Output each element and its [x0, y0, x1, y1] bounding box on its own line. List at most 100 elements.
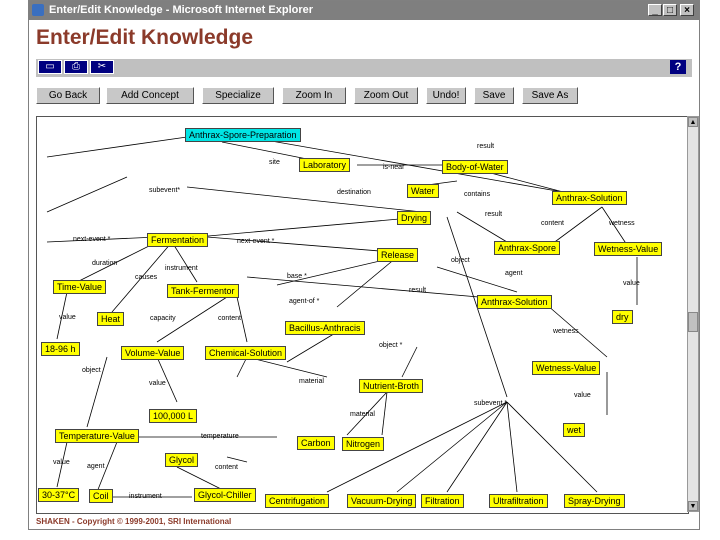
relation-label: wetness: [553, 328, 579, 335]
concept-node-body-of-water[interactable]: Body-of-Water: [442, 160, 508, 174]
concept-node-nitrogen[interactable]: Nitrogen: [342, 437, 385, 451]
concept-node-drying[interactable]: Drying: [397, 211, 432, 225]
concept-node-hours[interactable]: 18-96 h: [41, 342, 80, 356]
concept-node-time-value[interactable]: Time-Value: [53, 280, 107, 294]
minimize-button[interactable]: _: [648, 4, 662, 16]
icon-toolbar: ▭ ⎙ ✂ ?: [36, 59, 692, 77]
close-button[interactable]: ×: [680, 4, 694, 16]
concept-node-centrifugation[interactable]: Centrifugation: [265, 494, 330, 508]
relation-label: material: [350, 411, 375, 418]
ie-logo-icon: [32, 4, 44, 16]
concept-node-tank-fermentor[interactable]: Tank-Fermentor: [167, 284, 239, 298]
relation-label: content: [218, 315, 241, 322]
cut-icon[interactable]: ✂: [90, 60, 114, 74]
concept-node-wetness-value-2[interactable]: Wetness-Value: [532, 361, 601, 375]
window-icon[interactable]: ▭: [38, 60, 62, 74]
relation-label: agent: [87, 463, 105, 470]
relation-label: destination: [337, 189, 371, 196]
copyright-footer: SHAKEN - Copyright © 1999-2001, SRI Inte…: [36, 517, 232, 526]
concept-node-coil[interactable]: Coil: [89, 489, 113, 503]
relation-label: contains: [464, 191, 491, 198]
window-titlebar: Enter/Edit Knowledge - Microsoft Interne…: [29, 1, 699, 20]
zoom-out-button[interactable]: Zoom Out: [354, 87, 418, 104]
relation-label: site: [269, 159, 280, 166]
scroll-up-icon[interactable]: ▲: [688, 117, 698, 127]
scroll-down-icon[interactable]: ▼: [688, 501, 698, 511]
relation-label: result: [485, 211, 503, 218]
relation-label: instrument: [165, 265, 198, 272]
specialize-button[interactable]: Specialize: [202, 87, 274, 104]
concept-node-release[interactable]: Release: [377, 248, 419, 262]
concept-node-bacillus-anthracis[interactable]: Bacillus-Anthracis: [285, 321, 365, 335]
concept-node-water[interactable]: Water: [407, 184, 439, 198]
concept-node-carbon[interactable]: Carbon: [297, 436, 335, 450]
relation-label: duration: [92, 260, 118, 267]
concept-node-volume-value[interactable]: Volume-Value: [121, 346, 185, 360]
concept-node-filtration[interactable]: Filtration: [421, 494, 464, 508]
relation-label: value: [623, 280, 640, 287]
concept-node-fermentation[interactable]: Fermentation: [147, 233, 209, 247]
relation-label: capacity: [150, 315, 176, 322]
concept-node-chemical-solution[interactable]: Chemical-Solution: [205, 346, 287, 360]
save-as-button[interactable]: Save As: [522, 87, 578, 104]
concept-node-heat[interactable]: Heat: [97, 312, 125, 326]
concept-node-laboratory[interactable]: Laboratory: [299, 158, 351, 172]
concept-node-anthrax-spore-preparation[interactable]: Anthrax-Spore-Preparation: [185, 128, 301, 142]
vertical-scrollbar[interactable]: ▲ ▼: [687, 116, 699, 512]
concept-node-nutrient-broth[interactable]: Nutrient-Broth: [359, 379, 424, 393]
relation-label: is-near: [383, 164, 405, 171]
relation-label: value: [149, 380, 166, 387]
relation-label: object: [82, 367, 101, 374]
concept-node-liters[interactable]: 100,000 L: [149, 409, 198, 423]
relation-label: wetness: [609, 220, 635, 227]
relation-label: subevent *: [474, 400, 508, 407]
concept-node-vacuum-drying[interactable]: Vacuum-Drying: [347, 494, 417, 508]
relation-label: agent-of *: [289, 298, 320, 305]
maximize-button[interactable]: □: [663, 4, 677, 16]
browser-window: Enter/Edit Knowledge - Microsoft Interne…: [28, 0, 700, 530]
concept-node-ultrafiltration[interactable]: Ultrafiltration: [489, 494, 548, 508]
relation-label: content: [541, 220, 564, 227]
concept-node-dry[interactable]: dry: [612, 310, 633, 324]
concept-node-degrees[interactable]: 30-37°C: [38, 488, 80, 502]
zoom-in-button[interactable]: Zoom In: [282, 87, 346, 104]
concept-node-spray-drying[interactable]: Spray-Drying: [564, 494, 625, 508]
concept-node-anthrax-solution-2[interactable]: Anthrax-Solution: [477, 295, 552, 309]
relation-label: material: [299, 378, 324, 385]
concept-node-temperature-value[interactable]: Temperature-Value: [55, 429, 139, 443]
concept-map-canvas[interactable]: Anthrax-Spore-Preparation Laboratory Bod…: [36, 116, 689, 514]
concept-node-glycol-chiller[interactable]: Glycol-Chiller: [194, 488, 256, 502]
print-icon[interactable]: ⎙: [64, 60, 88, 74]
concept-node-anthrax-solution[interactable]: Anthrax-Solution: [552, 191, 627, 205]
relation-label: temperature: [201, 433, 239, 440]
relation-label: instrument: [129, 493, 162, 500]
relation-label: content: [215, 464, 238, 471]
relation-label: value: [574, 392, 591, 399]
relation-label: object: [451, 257, 470, 264]
relation-label: result: [409, 287, 427, 294]
relation-label: value: [53, 459, 70, 466]
concept-node-wetness-value[interactable]: Wetness-Value: [594, 242, 663, 256]
page-header: Enter/Edit Knowledge ▭ ⎙ ✂ ? Go Back Add…: [29, 21, 699, 111]
add-concept-button[interactable]: Add Concept: [106, 87, 194, 104]
window-title: Enter/Edit Knowledge - Microsoft Interne…: [49, 4, 314, 16]
scroll-thumb[interactable]: [688, 312, 698, 332]
help-button[interactable]: ?: [670, 60, 686, 74]
undo-button[interactable]: Undo!: [426, 87, 466, 104]
concept-node-wet[interactable]: wet: [563, 423, 586, 437]
relation-label: next-event *: [237, 238, 275, 245]
relation-label: next-event *: [73, 236, 111, 243]
relation-label: object *: [379, 342, 403, 349]
concept-map-edges: [46, 134, 638, 498]
save-button[interactable]: Save: [474, 87, 514, 104]
go-back-button[interactable]: Go Back: [36, 87, 100, 104]
relation-label: base *: [287, 273, 307, 280]
relation-label: subevent*: [149, 187, 181, 194]
relation-label: agent: [505, 270, 523, 277]
page-title: Enter/Edit Knowledge: [36, 26, 254, 49]
concept-node-anthrax-spore[interactable]: Anthrax-Spore: [494, 241, 561, 255]
command-bar: Go Back Add Concept Specialize Zoom In Z…: [36, 87, 692, 105]
relation-label: causes: [135, 274, 158, 281]
relation-label: value: [59, 314, 76, 321]
concept-node-glycol[interactable]: Glycol: [165, 453, 199, 467]
